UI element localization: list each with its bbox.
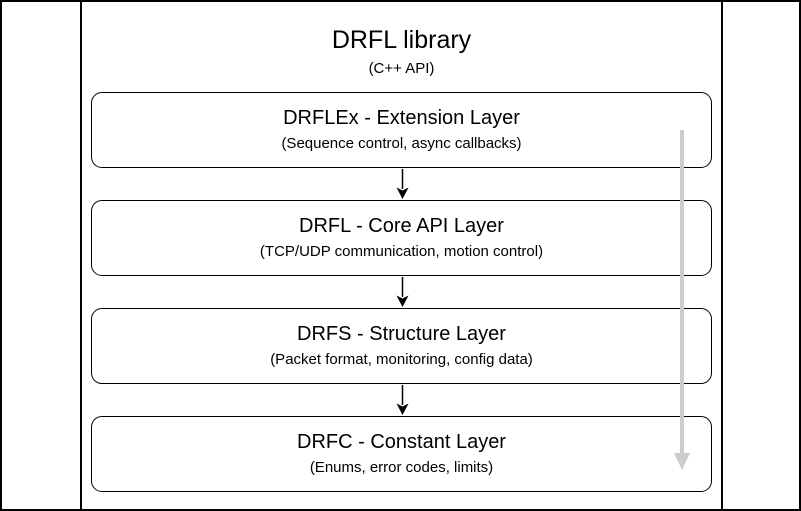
layer-description: (Sequence control, async callbacks) [281, 135, 522, 152]
layer-box-structure: DRFS - Structure Layer (Packet format, m… [91, 308, 712, 384]
layer-description: (Packet format, monitoring, config data) [270, 351, 533, 368]
layer-box-core-api: DRFL - Core API Layer (TCP/UDP communica… [91, 200, 712, 276]
layer-name: DRFC - Constant Layer [297, 431, 506, 453]
swimlane-divider-left [80, 2, 82, 509]
layer-name: DRFLEx - Extension Layer [283, 107, 520, 129]
swimlane-divider-right [721, 2, 723, 509]
layer-box-constant: DRFC - Constant Layer (Enums, error code… [91, 416, 712, 492]
down-arrow-icon [396, 385, 409, 415]
diagram-subtitle: (C++ API) [368, 60, 435, 77]
layer-description: (TCP/UDP communication, motion control) [259, 243, 544, 260]
layer-name: DRFL - Core API Layer [299, 215, 504, 237]
down-arrow-icon [396, 169, 409, 199]
diagram-title: DRFL library [331, 26, 472, 54]
layer-box-extension: DRFLEx - Extension Layer (Sequence contr… [91, 92, 712, 168]
layer-name: DRFS - Structure Layer [297, 323, 506, 345]
layer-description: (Enums, error codes, limits) [309, 459, 494, 476]
down-arrow-icon [396, 277, 409, 307]
